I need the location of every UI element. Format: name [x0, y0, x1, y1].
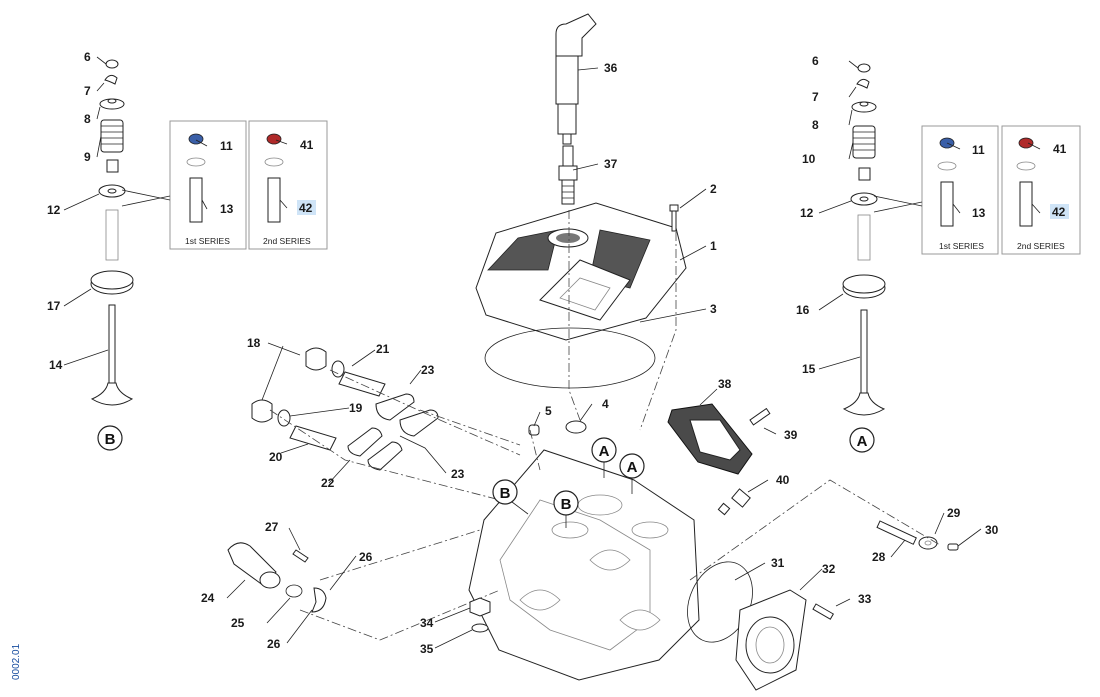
valve-spring-right: [852, 125, 876, 159]
callout-23-top: 23: [421, 363, 435, 377]
cylinder-head: [468, 449, 700, 681]
callout-31: 31: [771, 556, 785, 570]
head-marker-b1: B: [500, 485, 511, 502]
callout-24: 24: [201, 591, 215, 605]
cover-bolt: [669, 204, 679, 232]
callout-23-bottom: 23: [451, 467, 465, 481]
alignment-lines: [529, 210, 677, 471]
o-ring: [565, 420, 587, 434]
callout-38: 38: [718, 377, 732, 391]
callout-21: 21: [376, 342, 390, 356]
leader-lines: [63, 56, 1041, 649]
callout-18: 18: [247, 336, 261, 350]
callout-42-right: 42: [1052, 205, 1066, 219]
valve-cover: [475, 202, 687, 341]
callout-16: 16: [796, 303, 810, 317]
callout-5: 5: [545, 404, 552, 418]
callout-36: 36: [604, 61, 618, 75]
callout-11-right: 11: [972, 143, 985, 157]
view-marker-b: B: [105, 431, 116, 448]
callout-40: 40: [776, 473, 790, 487]
nut-washer: [469, 597, 491, 633]
callout-41-left: 41: [300, 138, 314, 152]
rocker-section: [251, 347, 521, 501]
callout-2: 2: [710, 182, 717, 196]
document-reference: 0002.01: [11, 643, 22, 680]
callout-8-left: 8: [84, 112, 91, 126]
callout-37: 37: [604, 157, 618, 171]
callout-32: 32: [822, 562, 836, 576]
callout-42-left: 42: [299, 201, 313, 215]
callout-numbers: 6 7 8 9 12 17 14 11 13 41 42 1st SERIES …: [47, 50, 1069, 656]
temperature-sensor: [717, 488, 751, 516]
callout-6-left: 6: [84, 50, 91, 64]
callout-27: 27: [265, 520, 279, 534]
oil-cover: [687, 561, 835, 691]
view-marker-a: A: [857, 433, 868, 450]
callout-3: 3: [710, 302, 717, 316]
callout-10: 10: [802, 152, 816, 166]
series-label-first-right: 1st SERIES: [939, 241, 984, 251]
head-marker-b2: B: [561, 496, 572, 513]
ignition-coil: [555, 13, 597, 145]
callout-26-bottom: 26: [267, 637, 281, 651]
callout-7-left: 7: [84, 84, 91, 98]
callout-35: 35: [420, 642, 434, 656]
intake-fitting: [227, 529, 501, 641]
valve-spring-left: [100, 119, 124, 153]
spark-plug: [558, 145, 578, 205]
callout-19: 19: [349, 401, 363, 415]
side-cover: [667, 403, 771, 475]
callout-34: 34: [420, 616, 434, 630]
callout-6-right: 6: [812, 54, 819, 68]
callout-22: 22: [321, 476, 335, 490]
callout-8-right: 8: [812, 118, 819, 132]
callout-14: 14: [49, 358, 63, 372]
right-valve-assembly: [842, 63, 886, 416]
head-marker-a1: A: [599, 443, 610, 460]
callout-17: 17: [47, 299, 61, 313]
series-label-second-left: 2nd SERIES: [263, 236, 311, 246]
callout-39: 39: [784, 428, 798, 442]
callout-26-top: 26: [359, 550, 373, 564]
callout-4: 4: [602, 397, 609, 411]
view-markers: B A A A B B: [97, 425, 875, 528]
left-series-box: [121, 120, 328, 250]
callout-29: 29: [947, 506, 961, 520]
series-label-second-right: 2nd SERIES: [1017, 241, 1065, 251]
callout-12-right: 12: [800, 206, 814, 220]
callout-7-right: 7: [812, 90, 819, 104]
callout-11-left: 11: [220, 139, 233, 153]
callout-25: 25: [231, 616, 245, 630]
pin-assembly: [689, 479, 959, 581]
series-label-first-left: 1st SERIES: [185, 236, 230, 246]
callout-12-left: 12: [47, 203, 61, 217]
callout-20: 20: [269, 450, 283, 464]
callout-28: 28: [872, 550, 886, 564]
callout-1: 1: [710, 239, 717, 253]
head-marker-a2: A: [627, 459, 638, 476]
callout-41-right: 41: [1053, 142, 1067, 156]
left-valve-assembly: [90, 59, 134, 406]
callout-15: 15: [802, 362, 816, 376]
right-series-box: [873, 125, 1081, 255]
cover-gasket: [484, 327, 656, 389]
callout-33: 33: [858, 592, 872, 606]
callout-30: 30: [985, 523, 999, 537]
callout-13-left: 13: [220, 202, 234, 216]
callout-9: 9: [84, 150, 91, 164]
callout-13-right: 13: [972, 206, 986, 220]
